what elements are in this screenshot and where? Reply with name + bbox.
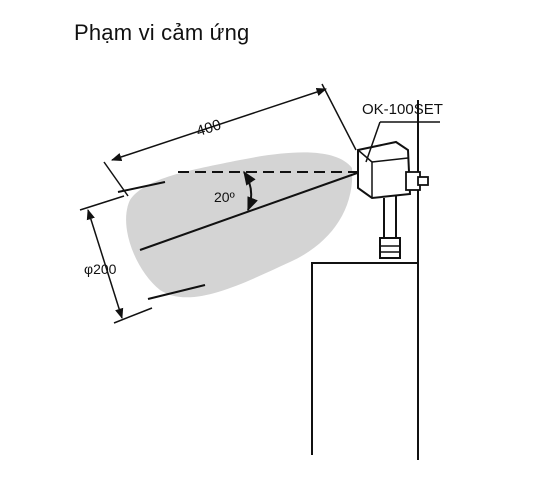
model-leader-line — [365, 121, 381, 163]
fixture-body — [311, 262, 418, 455]
angle-arc — [243, 170, 258, 212]
sensor-unit — [357, 140, 429, 200]
diameter-extension-bottom — [113, 307, 153, 324]
diameter-label: φ200 — [84, 261, 117, 277]
distance-label: 400 — [194, 116, 223, 140]
distance-dimension-line — [111, 87, 327, 162]
angle-label: 20º — [214, 189, 235, 205]
distance-extension-left — [103, 161, 129, 197]
sensing-beam-area — [126, 152, 353, 298]
model-label: OK-100SET — [362, 101, 443, 118]
diagram-title: Phạm vi cảm ứng — [74, 20, 250, 45]
valve-pipe — [379, 196, 401, 259]
beam-lower-edge — [147, 284, 206, 300]
beam-upper-edge — [117, 181, 166, 193]
diameter-dimension-line — [86, 208, 124, 320]
distance-extension-right — [321, 83, 357, 151]
diameter-extension-top — [79, 195, 125, 211]
